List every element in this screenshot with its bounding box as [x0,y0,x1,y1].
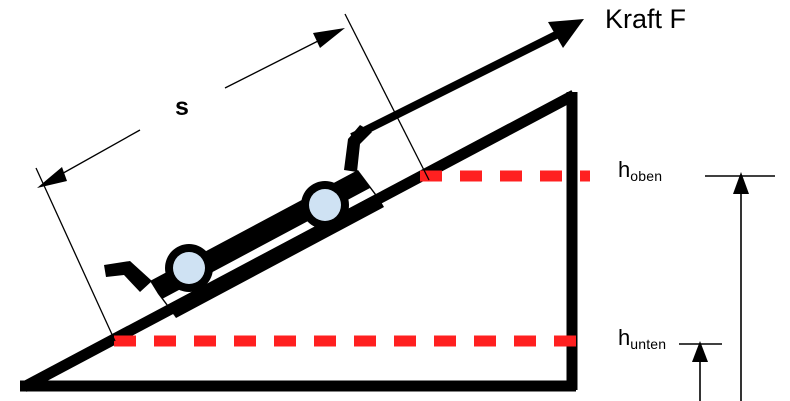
cart-body-right-connector [358,170,384,207]
height-unten-arrow [679,341,722,401]
cart-front-handle [344,125,372,172]
force-vector-arrow [350,19,584,141]
height-unten-arrowhead [692,341,708,362]
cart-rear-hook [104,261,152,292]
height-oben-subscript: oben [630,168,663,184]
force-arrow-shaft [350,28,564,141]
dimension-s-line-right [224,39,321,89]
cart-on-incline [104,125,384,318]
height-unten-subscript: unten [630,336,667,352]
force-label: Kraft F [605,4,687,34]
height-oben-label: hoben [618,157,663,184]
height-oben-base: h [618,157,631,182]
height-oben-arrowhead [733,172,749,194]
height-oben-arrow [705,172,775,401]
height-unten-label: hunten [618,325,667,352]
height-unten-base: h [618,325,631,350]
dimension-s-arrowhead-left [37,167,67,188]
cart-body-left-connector [150,281,176,318]
cart-wheel-front [309,189,341,221]
dimension-s-extension-right [344,13,430,181]
force-arrow-head [548,19,584,48]
slope-distance-dimension [35,13,430,342]
slope-distance-label: s [175,93,189,121]
cart-wheel-rear [173,252,205,284]
dimension-s-extension-left [35,167,116,342]
dimension-s-line-left [57,129,141,177]
dimension-s-arrowhead-right [313,28,345,48]
